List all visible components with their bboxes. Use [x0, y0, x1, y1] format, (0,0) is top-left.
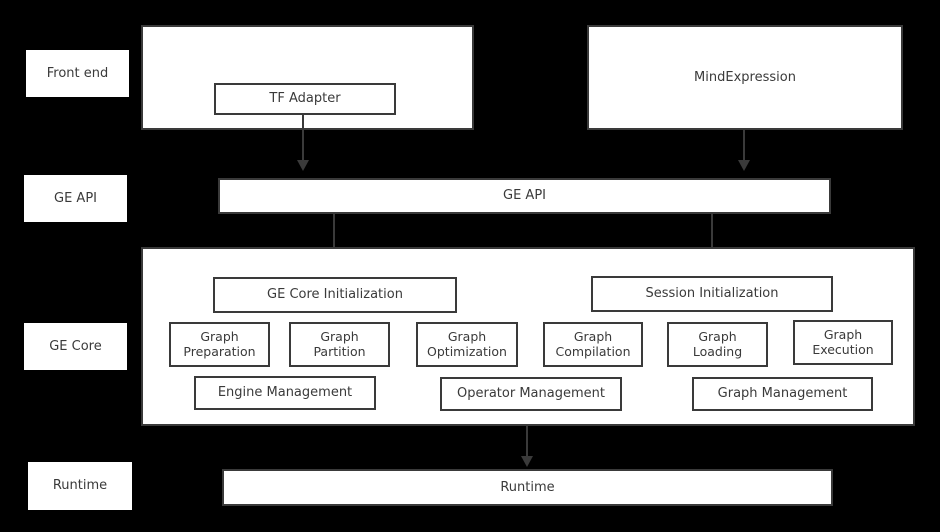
graph-partition-label-line1: Graph [320, 328, 359, 344]
engine-management-box[interactable]: Engine Management [194, 376, 376, 410]
lane-label-front-end-text: Front end [46, 65, 109, 81]
graph-optimization-box[interactable]: Graph Optimization [416, 322, 518, 367]
mindexpression-container: MindExpression [587, 25, 903, 130]
graph-partition-box[interactable]: Graph Partition [289, 322, 390, 367]
graph-preparation-label-line1: Graph [200, 328, 239, 344]
graph-partition-label-line2: Partition [313, 343, 366, 359]
lane-label-ge-core-text: GE Core [49, 338, 102, 354]
lane-label-ge-api: GE API [24, 175, 127, 222]
graph-optimization-label-line2: Optimization [427, 343, 507, 359]
arrow-head-mindexpression-geapi [738, 160, 750, 171]
mindexpression-title: MindExpression [694, 69, 796, 85]
graph-compilation-label-line2: Compilation [555, 343, 631, 359]
operator-management-label: Operator Management [457, 386, 605, 402]
graph-compilation-box[interactable]: Graph Compilation [543, 322, 643, 367]
graph-loading-label-line1: Graph [698, 328, 737, 344]
arrow-line-geapi-gecoreinit [333, 214, 335, 262]
tf-adapter-label: TF Adapter [269, 91, 341, 107]
runtime-bar-label: Runtime [500, 479, 555, 495]
tensorflow-container: Tensorflow TF Adapter [141, 25, 474, 130]
ge-core-container: GE Core Initialization Session Initializ… [141, 247, 915, 426]
operator-management-box[interactable]: Operator Management [440, 377, 622, 411]
arrow-line-gecore-runtime [526, 426, 528, 464]
arrow-head-tfadapter-geapi [297, 160, 309, 171]
arrow-line-tfadapter-geapi [302, 113, 304, 163]
graph-preparation-box[interactable]: Graph Preparation [169, 322, 270, 367]
lane-label-runtime-text: Runtime [52, 478, 108, 494]
graph-loading-label-line2: Loading [692, 343, 743, 359]
graph-management-box[interactable]: Graph Management [692, 377, 873, 411]
lane-label-front-end: Front end [26, 50, 129, 97]
session-initialization-box[interactable]: Session Initialization [591, 276, 833, 312]
graph-preparation-label-line2: Preparation [183, 343, 256, 359]
runtime-bar[interactable]: Runtime [222, 469, 833, 506]
ge-api-bar[interactable]: GE API [218, 178, 831, 214]
graph-optimization-label-line1: Graph [447, 328, 487, 344]
graph-management-label: Graph Management [717, 386, 848, 402]
arrow-head-gecore-runtime [521, 456, 533, 467]
graph-execution-label-line2: Execution [812, 341, 874, 357]
graph-execution-box[interactable]: Graph Execution [793, 320, 893, 365]
graph-compilation-label-line1: Graph [573, 328, 613, 344]
tf-adapter-box[interactable]: TF Adapter [214, 83, 396, 115]
session-initialization-label: Session Initialization [645, 286, 779, 302]
ge-core-initialization-box[interactable]: GE Core Initialization [213, 277, 457, 313]
ge-api-bar-label: GE API [503, 188, 546, 204]
lane-label-ge-core: GE Core [24, 323, 127, 370]
lane-label-ge-api-text: GE API [54, 190, 97, 206]
arrow-line-geapi-sessioninit [711, 214, 713, 262]
arrow-line-mindexpression-geapi [743, 130, 745, 163]
graph-execution-label-line1: Graph [823, 326, 863, 342]
graph-loading-box[interactable]: Graph Loading [667, 322, 768, 367]
lane-label-runtime: Runtime [28, 462, 132, 510]
engine-management-label: Engine Management [217, 385, 353, 401]
ge-core-initialization-label: GE Core Initialization [267, 287, 403, 303]
